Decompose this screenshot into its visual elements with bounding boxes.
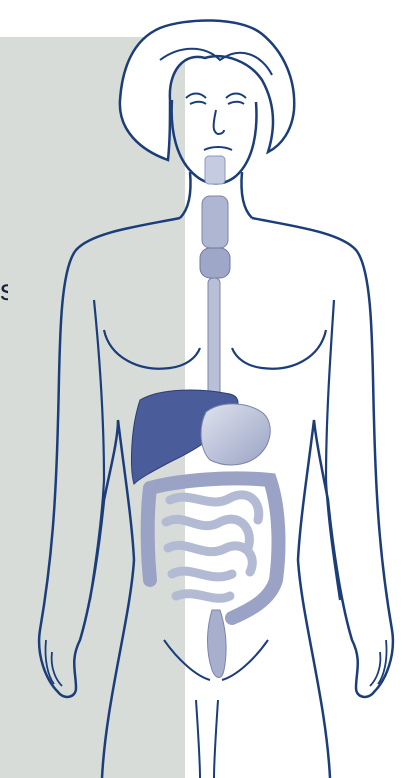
mouth bbox=[204, 147, 232, 150]
leg-inner-right bbox=[214, 700, 218, 778]
chest-left bbox=[104, 330, 200, 369]
neck-right bbox=[241, 172, 252, 218]
hair-outline bbox=[120, 20, 294, 160]
leg-inner-left bbox=[196, 700, 200, 778]
pelvis-right bbox=[222, 640, 268, 680]
pelvis-left bbox=[164, 640, 210, 680]
right-arm-inner bbox=[326, 300, 340, 600]
nose bbox=[214, 110, 224, 134]
eyes bbox=[186, 94, 246, 105]
rectum bbox=[208, 610, 227, 678]
chest-right bbox=[232, 330, 326, 369]
neck-left bbox=[180, 172, 191, 218]
body-outline bbox=[39, 218, 180, 778]
esophagus bbox=[200, 156, 230, 398]
left-arm-inner bbox=[90, 300, 104, 600]
small-intestine bbox=[166, 495, 259, 598]
stomach bbox=[201, 404, 270, 465]
